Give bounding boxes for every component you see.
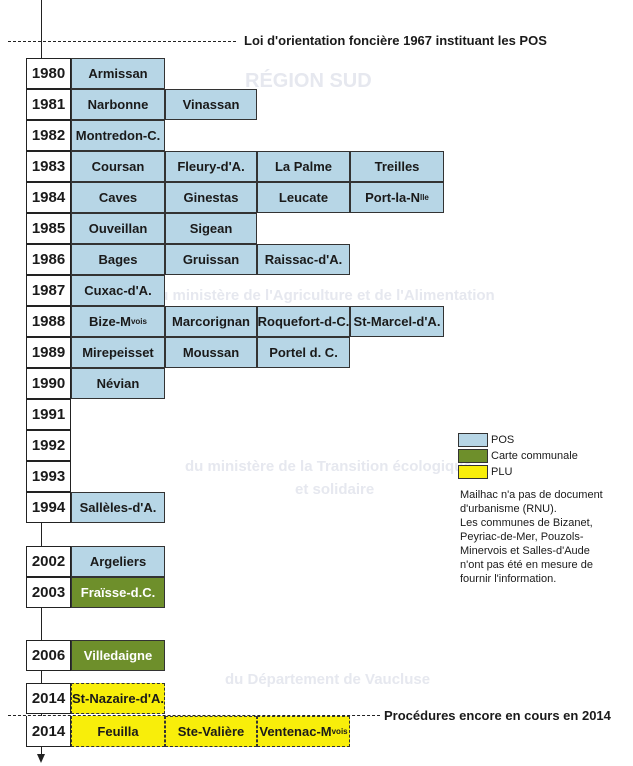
year-label-1989: 1989 [26,337,71,368]
commune-leucate: Leucate [257,182,350,213]
commune-armissan: Armissan [71,58,165,89]
commune-la-palme: La Palme [257,151,350,182]
legend-note: Mailhac n'a pas de document d'urbanisme … [458,488,623,586]
commune-montredon-c: Montredon-C. [71,120,165,151]
year-label-1981: 1981 [26,89,71,120]
commune-ginestas: Ginestas [165,182,257,213]
commune-coursan: Coursan [71,151,165,182]
legend-label-carte-communale: Carte communale [491,450,578,462]
watermark-solidaire: et solidaire [295,481,375,498]
legend-note-line: Mailhac n'a pas de document [460,489,603,501]
commune-fraisse-d-c: Fraïsse-d.C. [71,577,165,608]
commune-vinassan: Vinassan [165,89,257,120]
watermark-vaucluse: du Département de Vaucluse [225,671,431,688]
year-label-2014: 2014 [26,683,71,714]
commune-feuilla: Feuilla [71,716,165,747]
commune-treilles: Treilles [350,151,444,182]
footer-caption: Procédures encore en cours en 2014 [384,708,611,723]
year-label-2002: 2002 [26,546,71,577]
legend-swatch-plu [458,465,488,479]
footer-dashed-line [8,715,380,716]
commune-marcorignan: Marcorignan [165,306,257,337]
legend-item-carte-communale: Carte communale [458,448,623,464]
commune-caves: Caves [71,182,165,213]
year-label-2014: 2014 [26,716,71,747]
commune-ste-valiere: Ste-Valière [165,716,257,747]
year-label-1990: 1990 [26,368,71,399]
legend-note-line: Peyriac-de-Mer, Pouzols- [460,531,584,543]
legend-note-line: fournir l'information. [460,573,557,585]
commune-ouveillan: Ouveillan [71,213,165,244]
watermark-agriculture: du ministère de l'Agriculture et de l'Al… [150,287,495,304]
legend-item-pos: POS [458,432,623,448]
year-label-1988: 1988 [26,306,71,337]
legend-note-line: Les communes de Bizanet, [460,517,593,529]
year-label-1992: 1992 [26,430,71,461]
watermark-transition: du ministère de la Transition écologique [185,458,472,475]
legend-label-pos: POS [491,434,515,446]
header-dashed-line [8,41,236,42]
commune-nevian: Névian [71,368,165,399]
legend-note-line: n'ont pas été en mesure de [460,559,593,571]
header-caption: Loi d'orientation foncière 1967 institua… [244,33,547,48]
year-label-1993: 1993 [26,461,71,492]
watermark-region: RÉGION SUD [245,70,372,92]
commune-bages: Bages [71,244,165,275]
year-label-1982: 1982 [26,120,71,151]
legend-swatch-pos [458,433,488,447]
legend: POS Carte communale PLU Mailhac n'a pas … [458,432,623,586]
legend-item-plu: PLU [458,464,623,480]
legend-note-line: d'urbanisme (RNU). [460,503,557,515]
year-label-1983: 1983 [26,151,71,182]
year-label-1991: 1991 [26,399,71,430]
commune-cuxac-d-a: Cuxac-d'A. [71,275,165,306]
commune-raissac-d-a: Raissac-d'A. [257,244,350,275]
commune-gruissan: Gruissan [165,244,257,275]
year-label-1985: 1985 [26,213,71,244]
year-label-1987: 1987 [26,275,71,306]
commune-moussan: Moussan [165,337,257,368]
commune-st-nazaire-d-a: St-Nazaire-d'A. [71,683,165,714]
commune-argeliers: Argeliers [71,546,165,577]
commune-st-marcel-d-a: St-Marcel-d'A. [350,306,444,337]
timeline-arrow-icon [37,754,45,763]
legend-label-plu: PLU [491,466,513,478]
legend-swatch-carte-communale [458,449,488,463]
commune-villedaigne: Villedaigne [71,640,165,671]
commune-mirepeisset: Mirepeisset [71,337,165,368]
commune-fleury-d-a: Fleury-d'A. [165,151,257,182]
commune-salleles-d-a: Sallèles-d'A. [71,492,165,523]
commune-sigean: Sigean [165,213,257,244]
commune-roquefort-d-c: Roquefort-d-C. [257,306,350,337]
commune-narbonne: Narbonne [71,89,165,120]
year-label-1980: 1980 [26,58,71,89]
year-label-2006: 2006 [26,640,71,671]
year-label-1984: 1984 [26,182,71,213]
year-label-1994: 1994 [26,492,71,523]
year-label-1986: 1986 [26,244,71,275]
legend-note-line: Minervois et Salles-d'Aude [460,545,590,557]
year-label-2003: 2003 [26,577,71,608]
commune-portel-d-c: Portel d. C. [257,337,350,368]
